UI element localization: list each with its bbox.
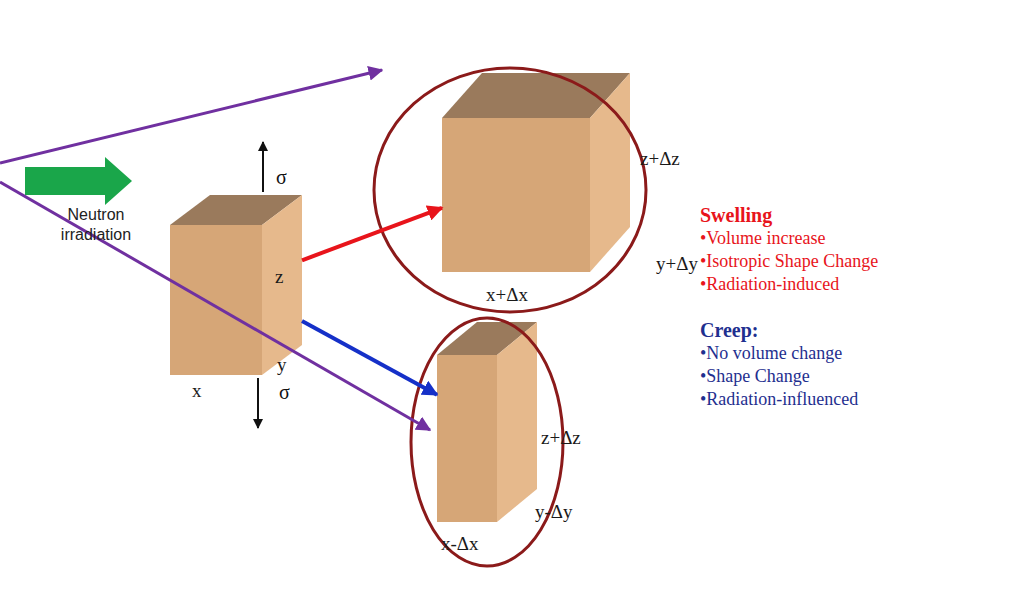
text-label: •Radiation-induced — [700, 275, 839, 295]
stress-arrow — [262, 142, 264, 192]
text-label: •Shape Change — [700, 367, 810, 387]
dimension-label: y — [277, 355, 287, 376]
neutron-arrow — [25, 157, 132, 205]
text-label: Neutron irradiation — [40, 205, 152, 245]
text-label: •No volume change — [700, 344, 842, 364]
text-label: Swelling — [700, 204, 772, 226]
stress-arrow — [257, 378, 259, 428]
text-label: •Volume increase — [700, 229, 825, 249]
dimension-label: y-Δy — [535, 502, 573, 523]
dimension-label: x — [192, 381, 202, 402]
crept-cube — [437, 322, 537, 522]
cube-node: z+Δzy+Δyx+Δx — [442, 73, 630, 272]
text-label: σ — [279, 381, 290, 403]
dimension-label: z+Δz — [640, 149, 680, 170]
swollen-cube — [442, 73, 630, 272]
pointer-line — [0, 70, 382, 163]
cube-node: z+Δzy-Δyx-Δx — [437, 322, 537, 522]
text-label: •Radiation-influenced — [700, 390, 858, 410]
highlight-ellipse — [411, 318, 563, 566]
dimension-label: z — [275, 267, 283, 288]
dimension-label: z+Δz — [541, 428, 581, 449]
text-label: σ — [276, 166, 287, 188]
pointer-line — [0, 182, 430, 430]
text-label: Creep: — [700, 319, 759, 341]
process-arrow — [302, 321, 437, 395]
original-cube — [170, 195, 302, 375]
cube-node: zyx — [170, 195, 302, 375]
dimension-label: x-Δx — [441, 534, 479, 555]
dimension-label: y+Δy — [656, 254, 698, 275]
dimension-label: x+Δx — [486, 285, 528, 306]
process-arrow — [302, 208, 442, 260]
text-label: •Isotropic Shape Change — [700, 252, 878, 272]
highlight-ellipse — [374, 68, 646, 312]
